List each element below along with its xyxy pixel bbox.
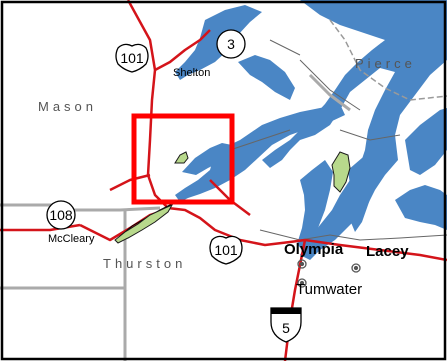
- parcel-mccleary: [114, 203, 174, 244]
- county-label-pierce: Pierce: [355, 56, 416, 71]
- parcels: [114, 151, 351, 244]
- state-route-shield-icon: 3: [216, 29, 246, 59]
- parcel-highlight: [174, 151, 189, 164]
- parcel-east: [331, 151, 351, 193]
- us-route-shield-icon: 101: [115, 43, 149, 73]
- us101-south-number: 101: [214, 242, 238, 258]
- sr108-number: 108: [49, 207, 73, 223]
- city-label-olympia: Olympia: [284, 241, 344, 258]
- state-route-shield-icon: 108: [46, 200, 76, 230]
- sr3-number: 3: [227, 36, 235, 52]
- sr3-road: [154, 29, 211, 72]
- city-label-tumwater: Tumwater: [296, 281, 362, 298]
- city-label-lacey: Lacey: [366, 243, 409, 260]
- interstate-shield-icon: 5: [270, 307, 302, 343]
- city-marker-icon: [297, 259, 307, 269]
- city-marker-icon: [351, 263, 361, 273]
- us-route-shield-icon: 101: [209, 235, 243, 265]
- city-markers: [297, 259, 361, 288]
- highlight-box: [131, 113, 235, 205]
- city-label-mccleary: McCleary: [48, 233, 95, 245]
- county-label-mason: Mason: [38, 99, 97, 114]
- water-bodies: [175, 0, 447, 260]
- county-label-thurston: Thurston: [103, 256, 186, 271]
- minor-roads: [229, 39, 447, 241]
- us101-north-number: 101: [120, 50, 144, 66]
- city-marker-icon: [297, 278, 307, 288]
- city-label-shelton: Shelton: [173, 67, 210, 79]
- pierce-border: [329, 19, 447, 101]
- i5-number: 5: [282, 320, 290, 336]
